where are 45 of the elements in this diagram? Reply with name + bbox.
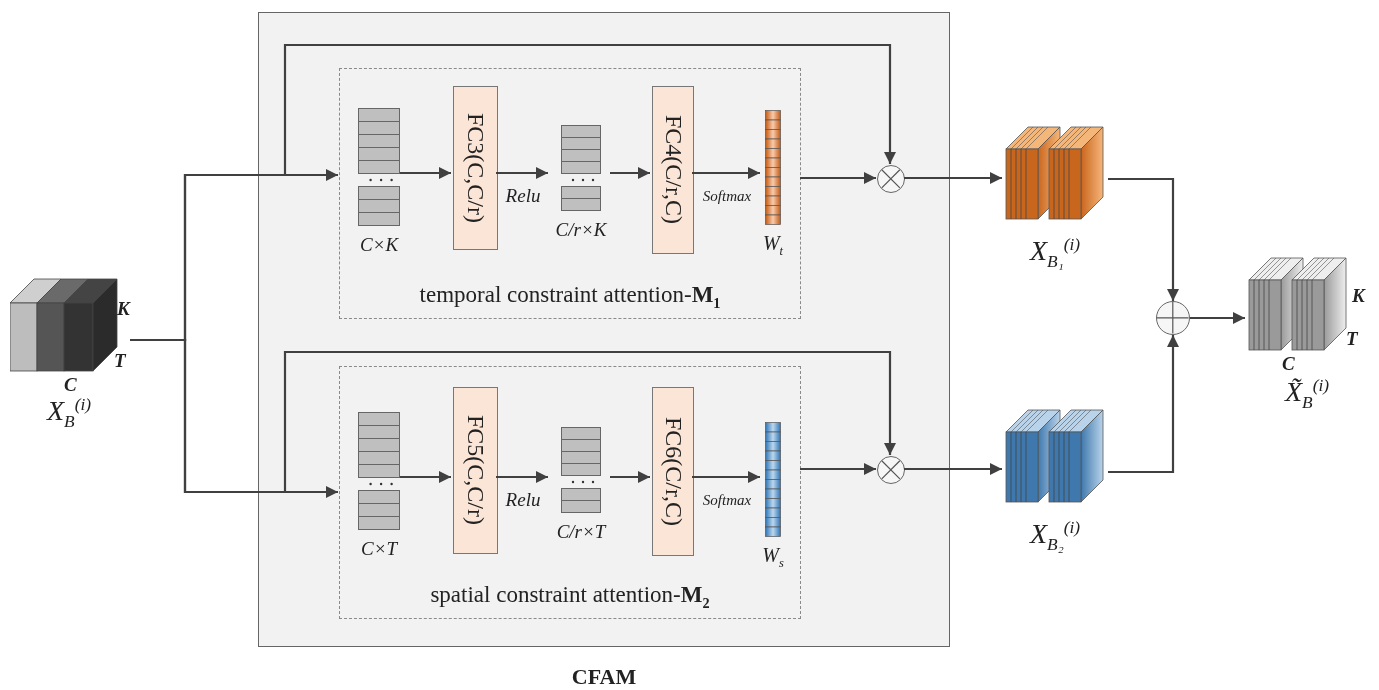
arrow <box>1108 335 1179 474</box>
layer-label: FC4(C/r,C) <box>659 115 687 225</box>
add-operator <box>1156 301 1190 335</box>
math-label: C×K <box>358 234 400 256</box>
layer-label: FC3(C,C/r) <box>462 113 489 223</box>
layer-label: FC5(C,C/r) <box>462 415 489 526</box>
axis-label: K <box>1352 285 1365 307</box>
math-label: C×T <box>359 538 399 560</box>
block-title: temporal constraint attention-M$_{1}$ <box>418 282 722 312</box>
edge-label: Softmax <box>701 187 753 205</box>
arrow <box>800 172 876 184</box>
fc-layer-box <box>652 86 694 254</box>
arrow <box>800 463 876 475</box>
arrow <box>610 167 650 179</box>
arrow <box>400 471 451 483</box>
arrow <box>496 167 548 179</box>
module-title: CFAM <box>570 664 638 690</box>
multiply-operator <box>877 165 905 193</box>
layer-label: FC6(C/r,C) <box>659 416 687 527</box>
math-label: W$_{t}$ <box>762 232 784 259</box>
arrow <box>1108 177 1179 301</box>
block-title: spatial constraint attention-M$_{2}$ <box>429 582 711 612</box>
math-label: C/r×T <box>555 521 608 543</box>
axis-label: T <box>114 350 126 372</box>
arrow <box>692 167 760 179</box>
axis-label: K <box>117 298 130 320</box>
arrow <box>692 471 760 483</box>
arrow <box>496 471 548 483</box>
fc-layer-box <box>453 86 498 250</box>
axis-label: C <box>64 374 77 396</box>
edge-label: Softmax <box>701 491 753 509</box>
arrow <box>904 463 1002 475</box>
axis-label: T <box>1346 328 1358 350</box>
fc-layer-box <box>453 387 498 554</box>
attention-block <box>339 366 801 619</box>
arrow <box>904 172 1002 184</box>
math-label: W$_{s}$ <box>762 544 784 571</box>
arrow <box>610 471 650 483</box>
axis-label: C <box>1282 353 1295 375</box>
arrow <box>400 167 451 179</box>
attention-block <box>339 68 801 319</box>
arrow <box>1190 312 1245 324</box>
math-label: C/r×K <box>554 219 608 241</box>
fc-layer-box <box>652 387 694 556</box>
multiply-operator <box>877 456 905 484</box>
